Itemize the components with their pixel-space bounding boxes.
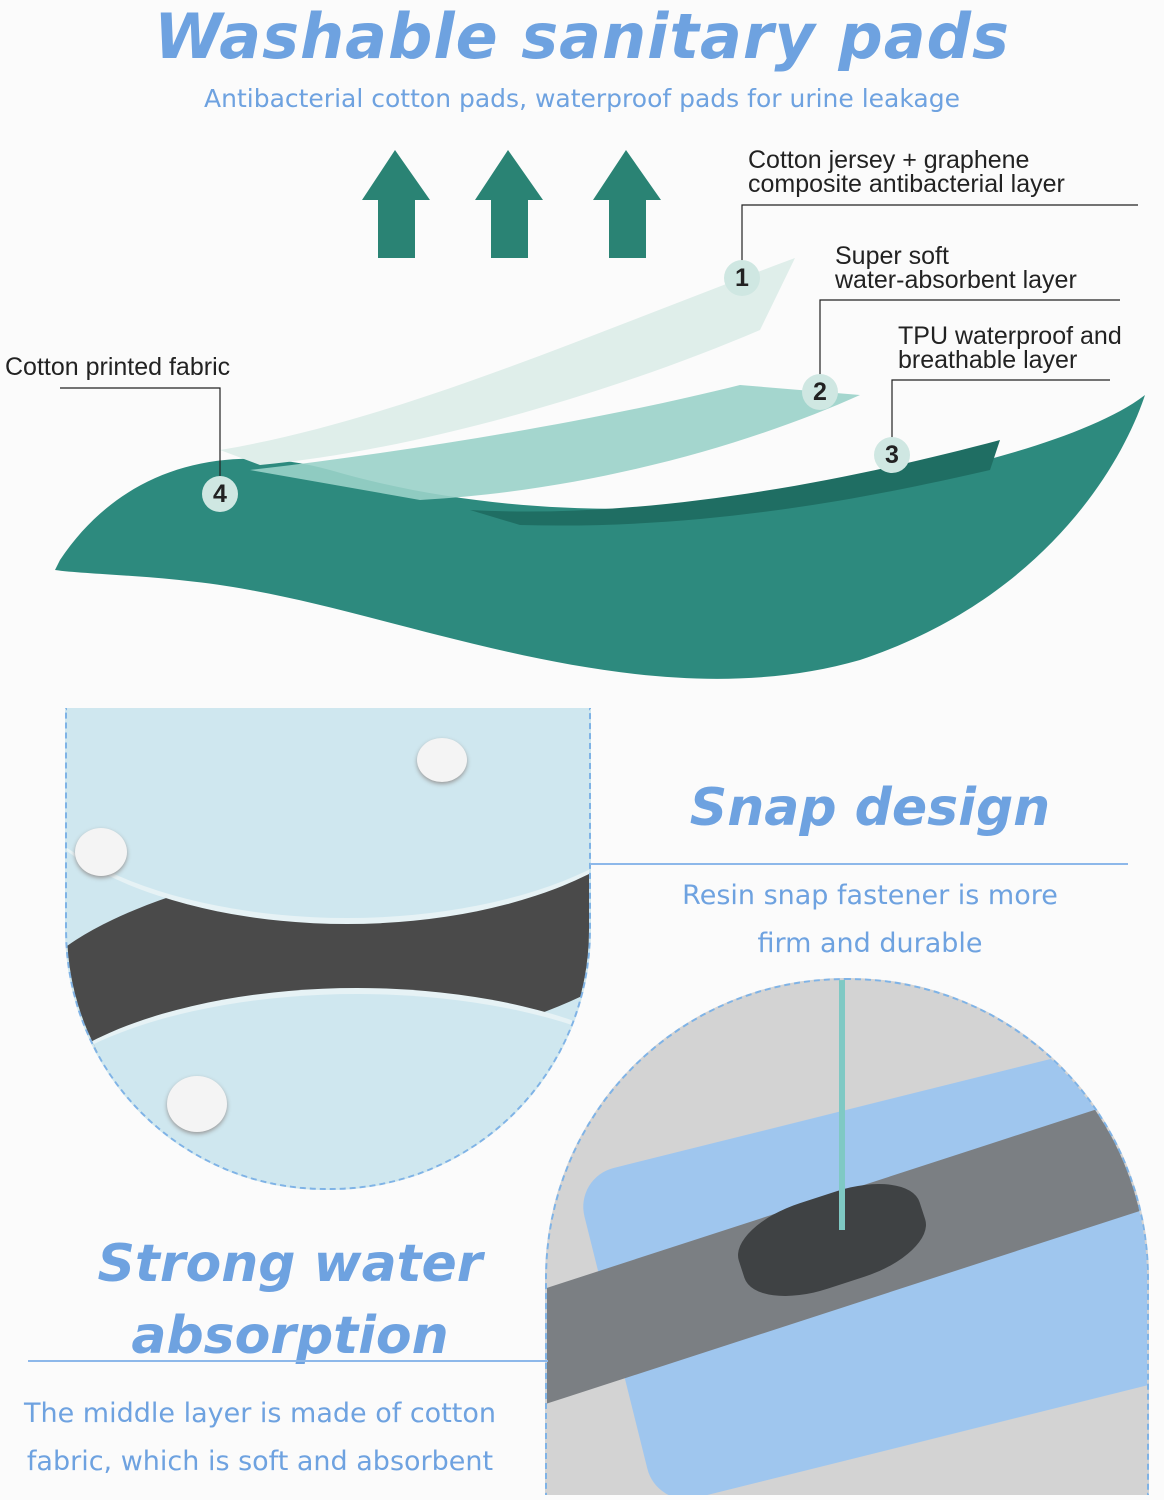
layer-number-2: 2 <box>813 378 827 406</box>
layer-number-3: 3 <box>885 441 899 469</box>
desc-line: fabric, which is soft and absorbent <box>26 1446 494 1477</box>
layer-4-label: Cotton printed fabric <box>5 353 231 381</box>
desc-line: The middle layer is made of cotton <box>24 1398 496 1429</box>
snap-design-description: Resin snap fastener is more firm and dur… <box>610 872 1130 968</box>
page-subtitle: Antibacterial cotton pads, waterproof pa… <box>204 84 960 113</box>
page-title: Washable sanitary pads <box>154 0 1010 73</box>
desc-line: firm and durable <box>757 928 983 959</box>
layer-marker-3 <box>874 437 910 473</box>
label-line: breathable layer <box>898 346 1078 374</box>
antibacterial-layer <box>220 258 795 465</box>
layer-marker-2 <box>802 374 838 410</box>
label-line: Super soft <box>835 242 949 270</box>
layer-number-1: 1 <box>735 264 749 292</box>
label-line: water-absorbent layer <box>835 266 1077 294</box>
layer-marker-1 <box>724 260 760 296</box>
label-line: TPU waterproof and <box>898 322 1122 350</box>
layer-1-label: Cotton jersey + graphene composite antib… <box>748 146 1065 198</box>
layer-number-4: 4 <box>213 480 227 508</box>
strong-absorption-title: Strong water absorption <box>30 1228 550 1372</box>
snap-button <box>417 738 467 782</box>
layer-marker-4 <box>202 476 238 512</box>
absorbent-layer <box>250 385 860 500</box>
desc-line: Resin snap fastener is more <box>682 880 1058 911</box>
layer-3-label: TPU waterproof and breathable layer <box>898 322 1122 374</box>
snap-button <box>167 1076 227 1132</box>
up-arrow-icon <box>362 150 430 258</box>
absorption-photo <box>545 978 1149 1495</box>
title-line: Strong water <box>97 1234 483 1294</box>
snap-design-title: Snap design <box>689 778 1051 838</box>
layer-2-label: Super soft water-absorbent layer <box>835 242 1077 294</box>
label-line: composite antibacterial layer <box>748 170 1065 198</box>
snap-button <box>75 828 127 876</box>
up-arrow-icon <box>475 150 543 258</box>
strong-absorption-description: The middle layer is made of cotton fabri… <box>0 1390 520 1486</box>
snap-closeup-photo <box>65 708 591 1190</box>
label-line: Cotton jersey + graphene <box>748 146 1030 174</box>
waterproof-layer <box>470 440 1000 526</box>
layer-diagram <box>55 150 1145 679</box>
pad-base-layer <box>55 395 1145 679</box>
breathability-arrows <box>362 150 661 258</box>
title-line: absorption <box>131 1306 449 1366</box>
up-arrow-icon <box>593 150 661 258</box>
divider <box>590 863 1128 865</box>
water-stream <box>839 980 845 1230</box>
divider <box>28 1360 548 1362</box>
